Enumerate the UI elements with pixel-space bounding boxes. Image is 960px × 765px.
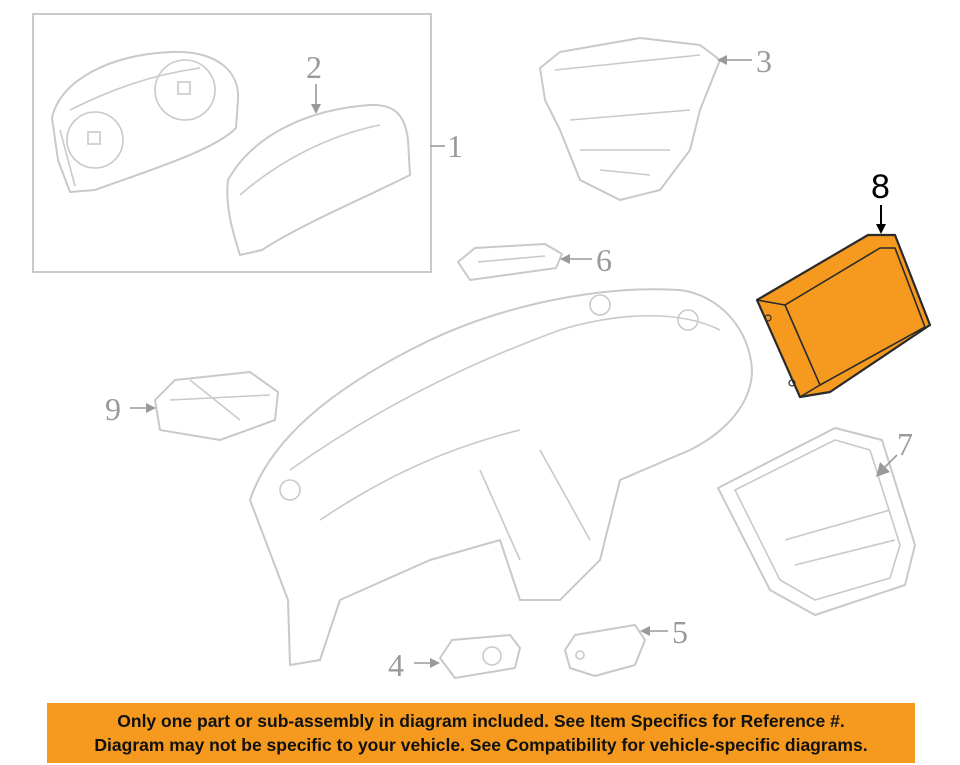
instrument-cluster-group <box>32 13 432 273</box>
callout-8: 8 <box>871 168 890 206</box>
part-8-display-screen <box>755 233 932 399</box>
callout-6: 6 <box>596 242 612 278</box>
part-3-module <box>539 37 721 201</box>
part-9-module <box>154 371 279 441</box>
disclaimer-banner: Only one part or sub-assembly in diagram… <box>47 703 915 763</box>
callout-3: 3 <box>756 43 772 79</box>
parts-diagram: 1 2 3 4 5 6 7 8 9 <box>32 13 932 683</box>
part-6-switch <box>457 243 563 281</box>
callout-4: 4 <box>388 647 404 683</box>
callout-1: 1 <box>447 128 463 164</box>
disclaimer-line-2: Diagram may not be specific to your vehi… <box>94 735 868 755</box>
callout-5: 5 <box>672 614 688 650</box>
dashboard <box>249 288 753 666</box>
part-4-switch <box>439 634 521 679</box>
callout-2: 2 <box>306 49 322 85</box>
callout-arrows <box>130 55 898 668</box>
disclaimer-line-1: Only one part or sub-assembly in diagram… <box>117 711 845 731</box>
callout-7: 7 <box>897 426 913 462</box>
callout-9: 9 <box>105 391 121 427</box>
part-7-climate-panel <box>717 427 916 616</box>
part-5-bracket <box>564 624 646 677</box>
